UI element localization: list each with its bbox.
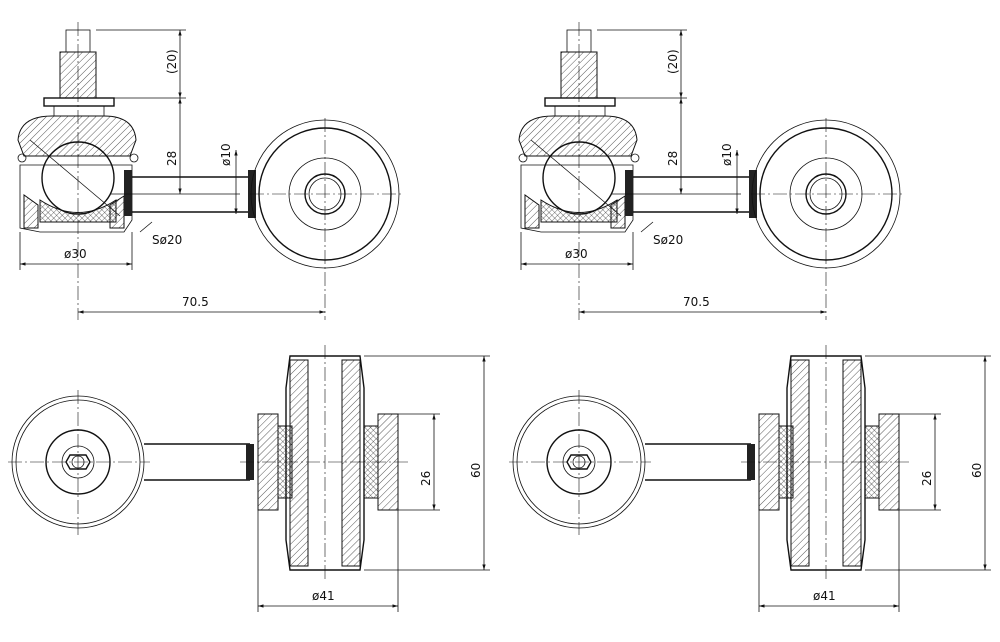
- view-top-right: (20) 28 ø10 Sø20 ø30 70.5: [518, 22, 903, 320]
- dim-sphere: Sø20: [653, 233, 683, 247]
- dimensions: (20) 28 ø10 Sø20 ø30 70.5: [520, 29, 826, 314]
- dim-bush-dia: ø41: [813, 589, 836, 603]
- bushing-section: [741, 345, 911, 580]
- dim-housing-dia: ø30: [565, 247, 588, 261]
- dim-pin-dia: ø10: [720, 143, 734, 166]
- dim-outer-height: 60: [469, 463, 483, 478]
- eye-bushing: [751, 118, 903, 320]
- link-rod: [144, 443, 254, 481]
- dimensions: 26 60 ø41: [257, 355, 490, 612]
- dim-sphere: Sø20: [152, 233, 182, 247]
- ball-joint-end: [509, 390, 651, 535]
- link-rod: [645, 443, 755, 481]
- threaded-stud: [43, 22, 115, 320]
- dim-ball-offset: 28: [165, 151, 179, 166]
- dim-ball-offset: 28: [666, 151, 680, 166]
- dim-outer-height: 60: [970, 463, 984, 478]
- boot-and-housing: [518, 115, 640, 233]
- dim-housing-dia: ø30: [64, 247, 87, 261]
- dim-inner-height: 26: [419, 471, 433, 486]
- dim-center-dist: 70.5: [683, 295, 710, 309]
- view-bottom-right: 26 60 ø41: [509, 345, 991, 612]
- dimensions: 26 60 ø41: [758, 355, 991, 612]
- dim-stem-height: (20): [666, 49, 680, 74]
- dim-bush-dia: ø41: [312, 589, 335, 603]
- view-bottom-left: 26 60 ø41: [8, 345, 490, 612]
- dimensions: (20) 28 ø10 Sø20 ø30 70.5: [19, 29, 325, 314]
- dim-pin-dia: ø10: [219, 143, 233, 166]
- dim-stem-height: (20): [165, 49, 179, 74]
- eye-bushing: [250, 118, 402, 320]
- view-top-left: (20) 28 ø10 Sø20 ø30 70.5: [17, 22, 402, 320]
- dim-inner-height: 26: [920, 471, 934, 486]
- ball-joint-end: [8, 390, 150, 535]
- boot-and-housing: [17, 115, 139, 233]
- threaded-stud: [544, 22, 616, 320]
- dim-center-dist: 70.5: [182, 295, 209, 309]
- bushing-section: [240, 345, 410, 580]
